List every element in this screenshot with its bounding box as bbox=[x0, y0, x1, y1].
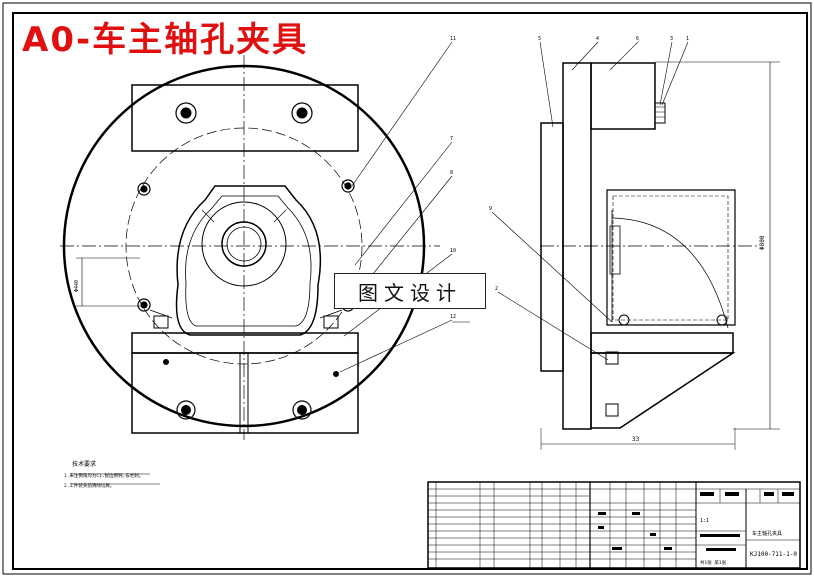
front-view bbox=[60, 41, 470, 440]
balloon-7: 7 bbox=[450, 136, 453, 142]
balloon-5: 5 bbox=[538, 36, 541, 42]
angle-plate-top bbox=[131, 332, 359, 354]
tech-req-heading: 技术要求 bbox=[72, 460, 96, 468]
faceplate-side bbox=[540, 122, 564, 372]
balloon-8: 8 bbox=[450, 170, 453, 176]
balloon-3: 3 bbox=[670, 36, 673, 42]
drawing-scale: 1:1 bbox=[700, 518, 709, 524]
balloon-labels: 11 7 8 10 12 5 4 6 3 1 9 2 bbox=[450, 36, 689, 320]
dim-height: Φ800 bbox=[759, 235, 766, 250]
balloon-1: 1 bbox=[686, 36, 689, 42]
dim-front: Φ440 bbox=[74, 280, 80, 292]
drawing-name: 车主轴孔夹具 bbox=[752, 530, 782, 537]
balloon-4: 4 bbox=[596, 36, 599, 42]
angle-plate-body bbox=[131, 352, 359, 434]
watermark-label: 图文设计 bbox=[334, 273, 486, 309]
balloon-2: 2 bbox=[495, 286, 498, 292]
balloon-6: 6 bbox=[636, 36, 639, 42]
main-plate-side bbox=[562, 62, 592, 430]
top-counterweight bbox=[131, 84, 359, 152]
balloon-10: 10 bbox=[450, 248, 456, 254]
inner-frame bbox=[12, 12, 808, 570]
angle-bracket-side bbox=[590, 352, 736, 429]
title-block bbox=[427, 481, 801, 569]
tech-req-line-1: 1.未注倒角均为C1,锐边倒钝,去毛刺。 bbox=[64, 472, 143, 479]
tech-notes-lines bbox=[70, 473, 160, 485]
dim-width: 33 bbox=[632, 436, 640, 443]
balloon-12: 12 bbox=[450, 314, 456, 320]
drawing-title: A0-车主轴孔夹具 bbox=[22, 20, 309, 60]
drawing-sheet-count: 共1张 第1张 bbox=[700, 559, 727, 566]
side-view bbox=[491, 41, 780, 450]
balloon-9: 9 bbox=[489, 206, 492, 212]
tech-req-line-2: 2.工件装夹前清除切屑。 bbox=[64, 482, 114, 489]
balloon-11: 11 bbox=[450, 36, 456, 42]
drawing-number: KJ100-711-1-0 bbox=[750, 551, 797, 558]
outer-frame bbox=[2, 2, 812, 575]
